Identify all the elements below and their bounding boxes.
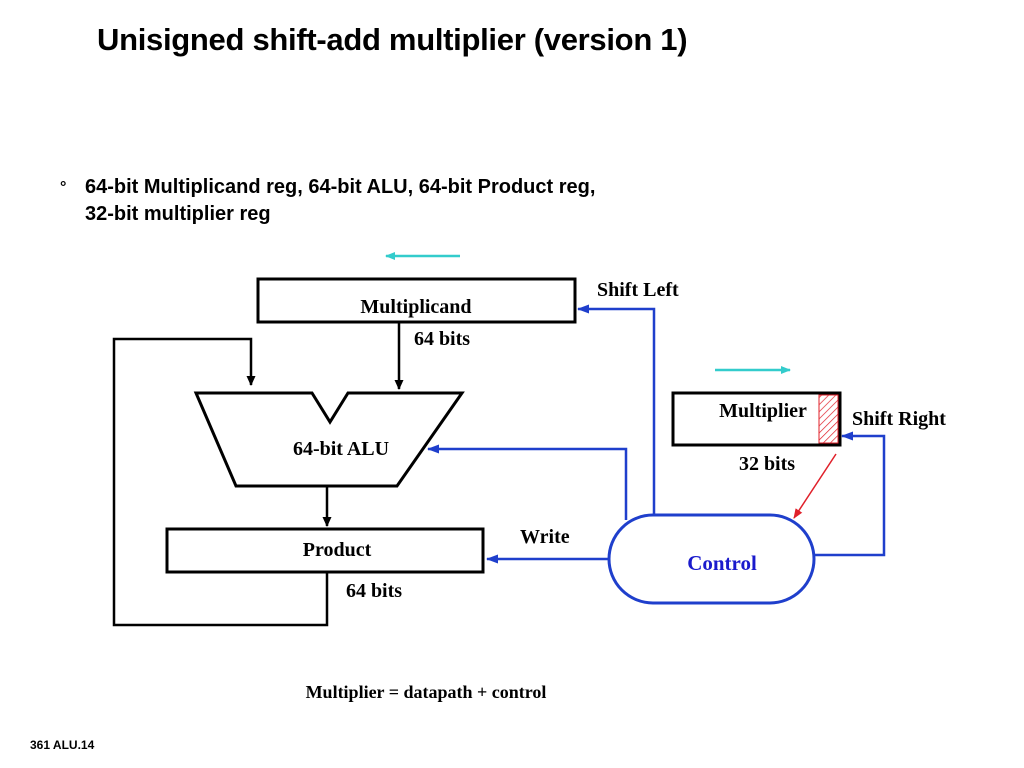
bullet-text: 64-bit Multiplicand reg, 64-bit ALU, 64-… (85, 174, 805, 228)
product-feedback-wire (112, 337, 329, 627)
diagram-caption: Multiplier = datapath + control (306, 682, 547, 702)
multiplicand-register: Multiplicand (256, 277, 577, 324)
bullet-symbol: ° (60, 179, 67, 196)
shift-left-label: Shift Left (597, 279, 679, 301)
multiplier-width-label: 32 bits (739, 453, 795, 475)
multiplicand-label: Multiplicand (360, 296, 471, 318)
product-register: Product (165, 527, 485, 574)
multiplier-register: Multiplier (671, 391, 842, 447)
control-unit: Control (607, 513, 816, 605)
shift-right-label: Shift Right (852, 408, 946, 430)
slide-title: Unisigned shift-add multiplier (version … (97, 22, 688, 57)
alu-block: 64-bit ALU (193, 391, 465, 488)
multiplicand-width-label: 64 bits (414, 328, 470, 350)
bullet-line-2: 32-bit multiplier reg (85, 203, 271, 225)
write-label: Write (520, 526, 570, 548)
shift-right-control-wire (814, 431, 886, 557)
multiplier-label: Multiplier (719, 400, 807, 422)
product-width-label: 64 bits (346, 580, 402, 602)
shift-left-control-wire (577, 304, 656, 515)
product-label: Product (303, 539, 372, 561)
control-label: Control (687, 551, 757, 575)
bullet-line-1: 64-bit Multiplicand reg, 64-bit ALU, 64-… (85, 176, 596, 198)
slide-footer: 361 ALU.14 (30, 738, 95, 752)
alu-control-wire (427, 444, 628, 520)
multiplier-lsb-hatch (818, 394, 839, 444)
alu-label: 64-bit ALU (293, 438, 389, 460)
multiplier-lsb-to-control-wire (793, 453, 837, 519)
